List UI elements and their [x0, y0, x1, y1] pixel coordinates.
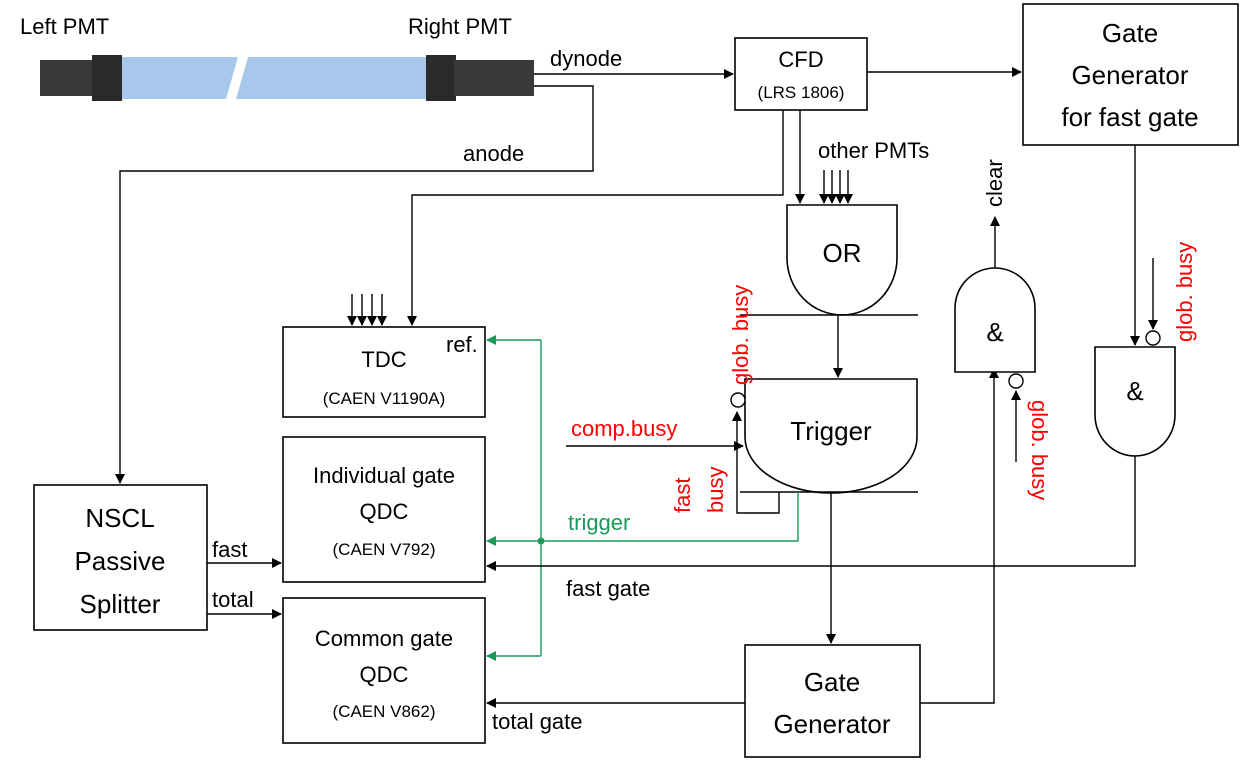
dynode-label: dynode: [550, 46, 622, 71]
cfd-to-tdc-wire: [407, 110, 784, 326]
trigger-distribution-wire: [486, 492, 799, 546]
common-qdc-line2: QDC: [360, 662, 409, 687]
common-qdc-line1: Common gate: [315, 626, 453, 651]
right-pmt-housing: [454, 60, 534, 96]
gate-generator-line2: Generator: [773, 709, 890, 739]
scintillator-right: [236, 57, 428, 99]
individual-qdc-line3: (CAEN V792): [333, 540, 436, 559]
detector-bar: [40, 55, 534, 101]
tdc-title: TDC: [361, 347, 406, 372]
fast-gate-generator-line3: for fast gate: [1061, 102, 1198, 132]
splitter-line1: NSCL: [85, 503, 154, 533]
and-clear-gate-label: &: [986, 317, 1003, 347]
fast-busy-loop-wire: [732, 411, 780, 514]
cfd-model: (LRS 1806): [758, 83, 845, 102]
splitter-line2: Passive: [74, 546, 165, 576]
and-fastgate-gate: [1094, 346, 1176, 457]
and-clear-inhibit-bubble: [1008, 373, 1024, 389]
anode-wire: [115, 85, 594, 484]
cfd-box: [734, 37, 868, 111]
trigger-inhibit-bubble: [730, 392, 746, 408]
fast-gate-label: fast gate: [566, 576, 650, 601]
trigger-gate-label: Trigger: [790, 416, 872, 446]
scintillator-left: [122, 57, 238, 99]
fast-gate-generator-box: [1022, 3, 1239, 146]
cfd-title: CFD: [778, 47, 823, 72]
clear-label: clear: [982, 159, 1007, 207]
fast-busy-label-1: fast: [670, 478, 695, 513]
splitter-fast-label: fast: [212, 537, 247, 562]
individual-qdc-line2: QDC: [360, 499, 409, 524]
and-fastgate-gate-label: &: [1126, 376, 1143, 406]
splitter-box: [33, 484, 208, 631]
tdc-input-arrows: [347, 294, 387, 326]
and-fastgate-glob-busy-label: glob. busy: [1172, 242, 1197, 342]
trigger-gate: [744, 378, 918, 494]
or-gate-label: OR: [823, 238, 862, 268]
right-pmt-neck: [426, 55, 456, 101]
and-fastgate-inhibit-bubble: [1145, 330, 1161, 346]
and-clear-gate: [954, 267, 1036, 373]
tdc-ref-label: ref.: [446, 332, 478, 357]
common-qdc-box: [282, 597, 486, 744]
right-pmt-label: Right PMT: [408, 14, 512, 39]
fast-gate-generator-line1: Gate: [1102, 18, 1158, 48]
gate-generator-box: [744, 644, 921, 758]
individual-qdc-line1: Individual gate: [313, 463, 455, 488]
fast-gate-wire: [486, 456, 1136, 571]
splitter-total-label: total: [212, 587, 254, 612]
gate-generator-line1: Gate: [804, 667, 860, 697]
total-gate-label: total gate: [492, 709, 583, 734]
individual-qdc-box: [282, 436, 486, 583]
tdc-model: (CAEN V1190A): [323, 389, 446, 408]
other-pmts-label: other PMTs: [818, 138, 929, 163]
splitter-line3: Splitter: [80, 589, 161, 619]
tdc-box: [282, 326, 486, 418]
trigger-label: trigger: [568, 510, 630, 535]
common-qdc-line3: (CAEN V862): [333, 702, 436, 721]
comp-busy-label: comp.busy: [571, 416, 677, 441]
anode-label: anode: [463, 141, 524, 166]
gategen-to-and-wire: [920, 368, 999, 704]
trigger-junction-dot: [537, 537, 545, 545]
fast-busy-label-2: busy: [703, 467, 728, 513]
and-clear-glob-busy-label: glob. busy: [1027, 400, 1052, 500]
other-pmts-arrows: [819, 170, 853, 204]
left-pmt-neck: [92, 55, 122, 101]
left-pmt-housing: [40, 60, 95, 96]
fast-gate-generator-line2: Generator: [1071, 60, 1188, 90]
glob-busy-trigger-label: glob. busy: [728, 285, 753, 385]
left-pmt-label: Left PMT: [20, 14, 109, 39]
